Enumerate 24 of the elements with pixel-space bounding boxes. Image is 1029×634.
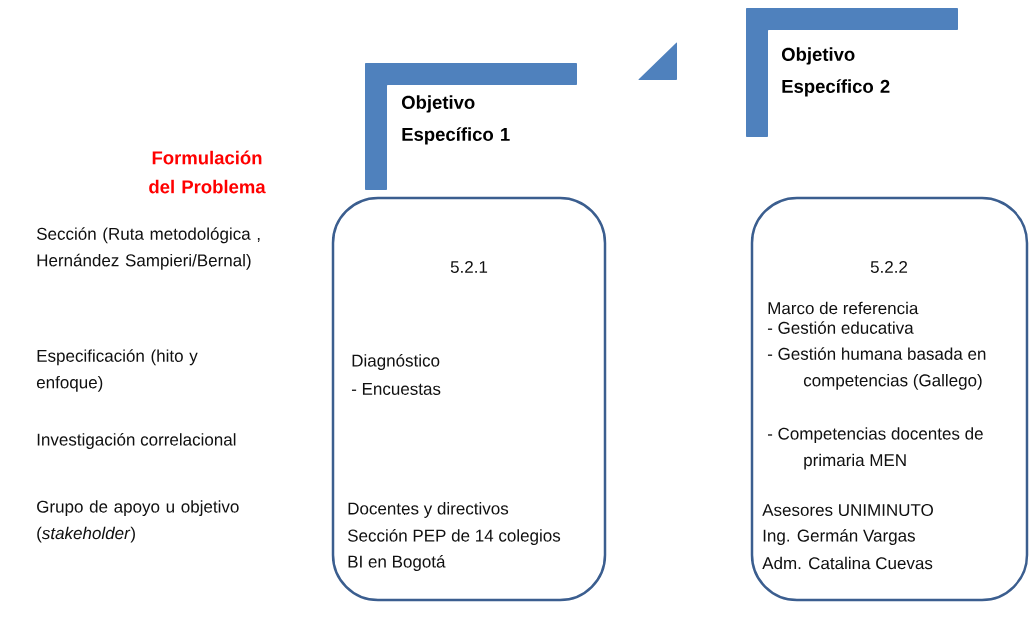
row-label: Especificación (hito y enfoque)	[36, 349, 198, 392]
list-item: - Gestión educativa	[767, 321, 914, 334]
section-heading: Formulación del Problema	[149, 150, 266, 194]
box-text: Adm. Catalina Cuevas	[762, 556, 933, 570]
list-item: - Gestión humana basada en competencias (Gallego)	[767, 347, 986, 390]
box-text: Docentes y directivos	[348, 502, 509, 518]
box-text: Diagnóstico	[352, 353, 440, 370]
row-label: Sección (Ruta metodológica , Hernández Sampieri/Bernal)	[37, 227, 260, 270]
list-item: - Competencias docentes de primaria MEN	[767, 427, 983, 470]
section-number: 5.2.2	[870, 261, 908, 273]
rounded-box	[750, 196, 1029, 602]
rounded-box	[331, 196, 607, 602]
box-text: - Encuestas	[351, 383, 441, 395]
heading: Objetivo Específico 1	[401, 95, 510, 145]
section-number: 5.2.1	[450, 261, 488, 273]
row-label: Grupo de apoyo u objetivo (stakeholder)	[37, 500, 239, 543]
triangle-shape	[638, 42, 677, 80]
box-text: Ing. Germán Vargas	[763, 528, 915, 545]
box-text: Asesores UNIMINUTO	[762, 503, 933, 516]
box-text: Marco de referencia	[768, 301, 919, 315]
box-text: BI en Bogotá	[348, 554, 446, 571]
heading: Objetivo Específico 2	[781, 47, 890, 97]
row-label: Investigación correlacional	[37, 432, 236, 449]
box-text: Sección PEP de 14 colegios	[347, 528, 561, 545]
